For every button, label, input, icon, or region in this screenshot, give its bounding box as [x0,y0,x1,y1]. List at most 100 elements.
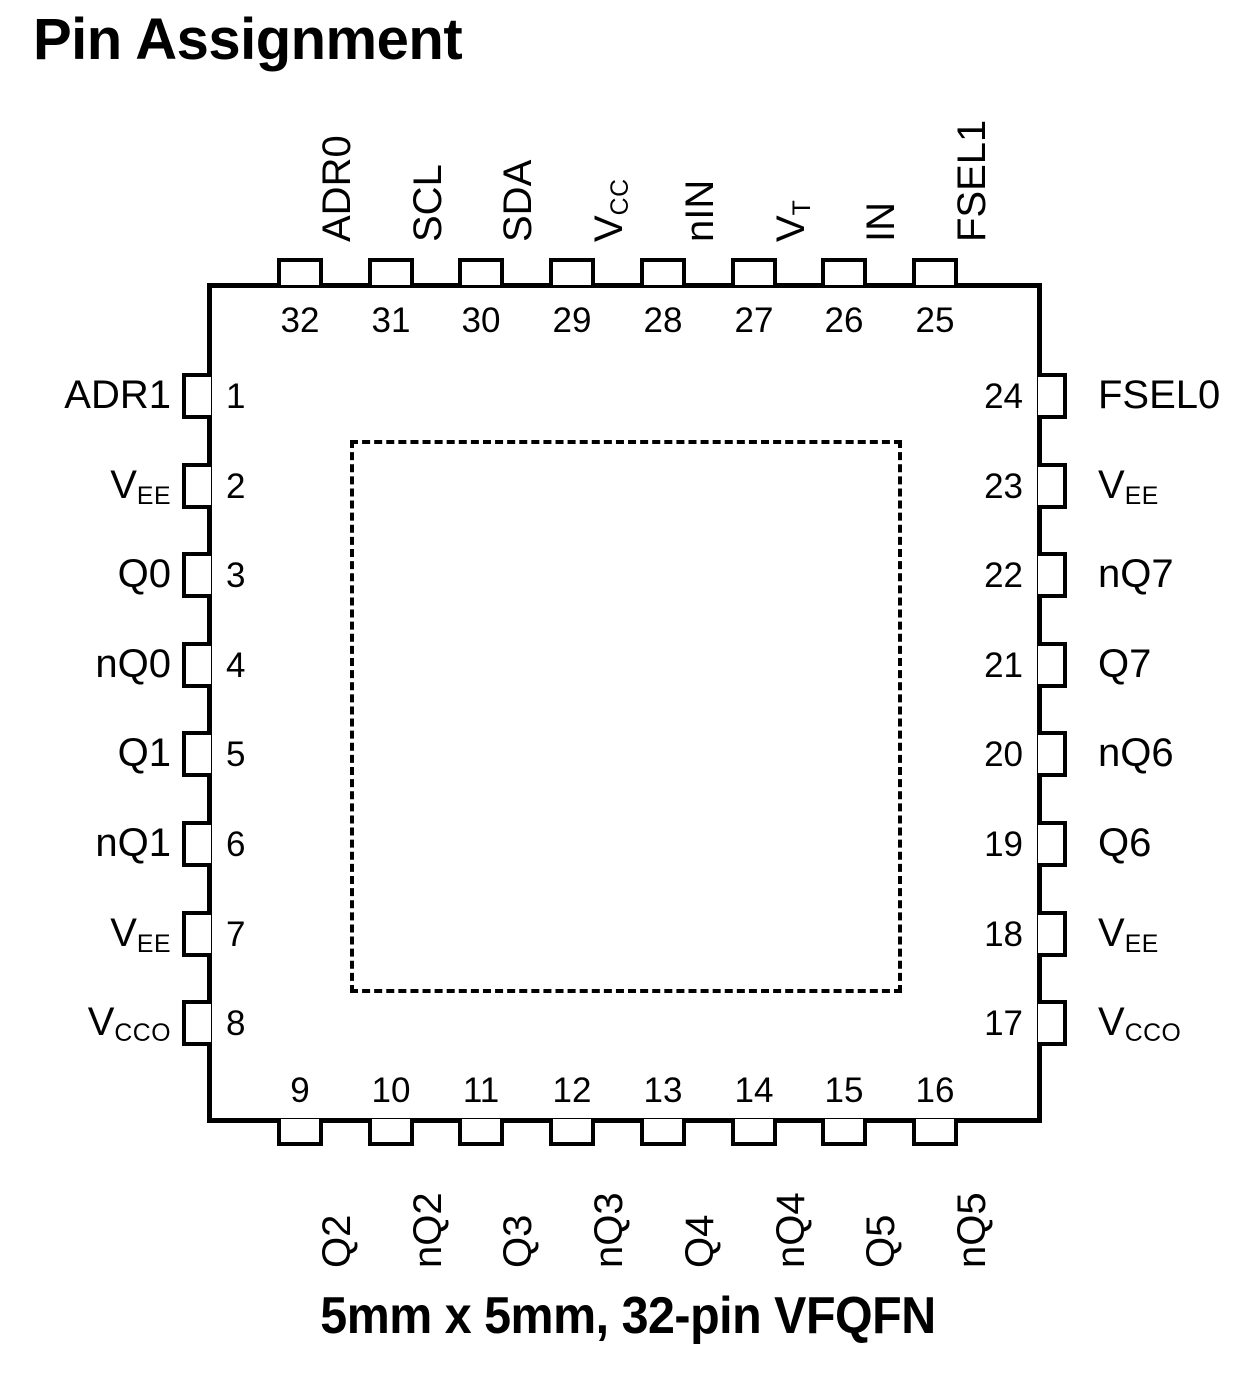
pin-number-4: 4 [226,646,246,685]
pin-label-8: VCCO [87,1000,171,1048]
pin-tab-9 [277,1119,323,1146]
pin-number-1: 1 [226,377,246,416]
pin-label-20: nQ6 [1098,731,1174,775]
pin-tab-8 [182,1000,211,1046]
pin-label-14: nQ4 [769,1192,813,1268]
pin-tab-10 [368,1119,414,1146]
pin-label-25: FSEL1 [950,119,994,242]
pin-tab-20 [1038,731,1067,777]
pin-label-2: VEE [110,463,171,511]
pin-tab-24 [1038,373,1067,419]
pin-label-7: VEE [110,911,171,959]
package-caption: 5mm x 5mm, 32-pin VFQFN [320,1287,936,1345]
pin-tab-25 [912,258,958,285]
pin-tab-11 [458,1119,504,1146]
pin-label-3: Q0 [117,552,171,596]
pin-number-29: 29 [552,301,592,340]
pin-label-10: nQ2 [406,1192,450,1268]
pin-tab-3 [182,552,211,598]
pin-tab-23 [1038,463,1067,509]
pin-tab-4 [182,642,211,688]
pin-label-27: VT [769,199,817,242]
pin-number-25: 25 [915,301,955,340]
pin-number-13: 13 [643,1071,683,1110]
pin-label-15: Q5 [859,1214,903,1268]
pin-number-28: 28 [643,301,683,340]
pin-number-12: 12 [552,1071,592,1110]
pin-tab-32 [277,258,323,285]
pin-number-2: 2 [226,467,246,506]
pin-number-24: 24 [984,377,1023,416]
pin-tab-7 [182,911,211,957]
pin-label-29: VCC [587,178,635,242]
pin-number-22: 22 [984,556,1023,595]
pin-number-20: 20 [984,735,1023,774]
pin-number-7: 7 [226,915,246,954]
pin-number-15: 15 [824,1071,864,1110]
pin-label-23: VEE [1098,463,1159,511]
pin-number-19: 19 [984,825,1023,864]
pin-label-1: ADR1 [64,373,171,417]
pin-tab-17 [1038,1000,1067,1046]
pin-label-17: VCCO [1098,1000,1182,1048]
pin-number-27: 27 [734,301,774,340]
pin-label-28: nIN [678,179,722,242]
pin-number-9: 9 [290,1071,310,1110]
pin-label-24: FSEL0 [1098,373,1221,417]
thermal-pad-dashed-outline [350,440,902,993]
pin-number-5: 5 [226,735,246,774]
pin-tab-13 [640,1119,686,1146]
pin-label-4: nQ0 [95,642,171,686]
pin-number-18: 18 [984,915,1023,954]
pin-tab-21 [1038,642,1067,688]
pin-number-17: 17 [984,1004,1023,1043]
pin-tab-19 [1038,821,1067,867]
pin-label-12: nQ3 [587,1192,631,1268]
pin-label-5: Q1 [117,731,171,775]
pin-tab-31 [368,258,414,285]
pin-number-11: 11 [462,1071,500,1110]
pin-label-32: ADR0 [315,135,359,242]
pin-label-19: Q6 [1098,821,1152,865]
pin-label-18: VEE [1098,911,1159,959]
pin-number-23: 23 [984,467,1023,506]
pin-label-9: Q2 [315,1214,359,1268]
pin-label-11: Q3 [496,1214,540,1268]
pin-tab-29 [549,258,595,285]
pin-tab-30 [458,258,504,285]
pin-tab-6 [182,821,211,867]
pin-label-6: nQ1 [95,821,171,865]
package-body-outline [207,283,1042,1123]
pin-label-31: SCL [406,164,450,242]
pin-tab-12 [549,1119,595,1146]
pin-tab-26 [821,258,867,285]
pin-label-26: IN [859,202,903,242]
pin-tab-14 [731,1119,777,1146]
pin-tab-22 [1038,552,1067,598]
pin-number-32: 32 [280,301,320,340]
pin-tab-1 [182,373,211,419]
pin-label-16: nQ5 [950,1192,994,1268]
pin-label-21: Q7 [1098,642,1152,686]
pin-label-30: SDA [496,159,540,242]
pin-number-3: 3 [226,556,246,595]
pin-number-31: 31 [371,301,411,340]
pin-tab-27 [731,258,777,285]
pin-tab-15 [821,1119,867,1146]
pin-tab-28 [640,258,686,285]
pin-tab-5 [182,731,211,777]
pin-number-14: 14 [734,1071,774,1110]
pin-tab-2 [182,463,211,509]
pin-number-30: 30 [461,301,501,340]
pin-tab-18 [1038,911,1067,957]
pin-label-22: nQ7 [1098,552,1174,596]
pin-number-10: 10 [371,1071,411,1110]
pin-tab-16 [912,1119,958,1146]
pin-number-6: 6 [226,825,246,864]
pin-number-8: 8 [226,1004,246,1043]
pin-number-21: 21 [984,646,1023,685]
pin-number-16: 16 [915,1071,955,1110]
pin-number-26: 26 [824,301,864,340]
page-title: Pin Assignment [33,7,463,72]
